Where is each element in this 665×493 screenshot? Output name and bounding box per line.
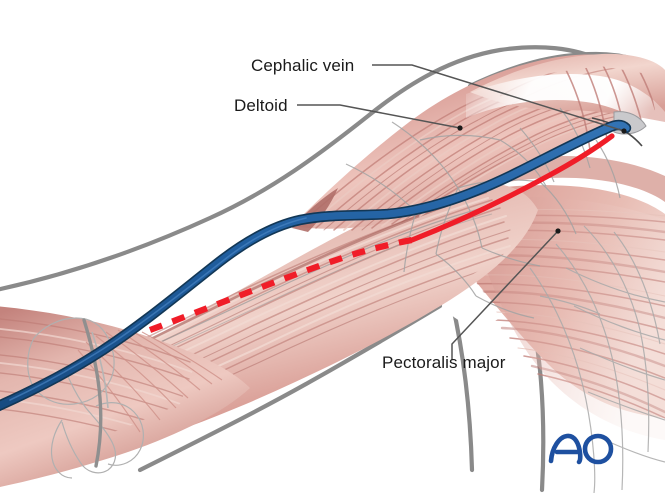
label-deltoid: Deltoid <box>234 96 288 115</box>
cephalic-vein <box>0 119 632 412</box>
label-cephalic-vein: Cephalic vein <box>251 56 355 75</box>
leader-dot-cephalic <box>621 128 627 134</box>
ao-logo-o <box>582 433 614 465</box>
biceps-tendon-thin <box>91 331 109 409</box>
skin-contour-chest-fold <box>449 299 475 473</box>
leader-dot-pectoralis <box>555 228 561 234</box>
leader-endpoint-group <box>457 125 627 234</box>
leader-line-group <box>297 64 625 360</box>
cephalic-vein-highlight <box>9 217 307 401</box>
skin-contour-forearm-lower <box>137 303 443 473</box>
leader-cephalic-vein <box>372 64 625 132</box>
skin-contour-upper-arm <box>0 45 603 292</box>
shoulder-top <box>466 53 665 151</box>
leader-dot-deltoid <box>457 125 463 131</box>
biceps-tendon <box>82 318 103 468</box>
incision-line-group <box>148 133 615 333</box>
humerus-outline <box>27 317 144 479</box>
clavicle-highlight <box>466 74 665 142</box>
leader-pectoralis-major <box>451 230 559 360</box>
incision-line-solid <box>409 133 615 243</box>
ao-logo <box>548 433 614 465</box>
incision-line-dashed <box>148 236 413 333</box>
ao-logo-a-stroke <box>548 433 583 465</box>
label-pectoralis-major: Pectoralis major <box>382 353 506 372</box>
leader-deltoid <box>297 104 461 129</box>
forearm-region <box>0 306 250 487</box>
